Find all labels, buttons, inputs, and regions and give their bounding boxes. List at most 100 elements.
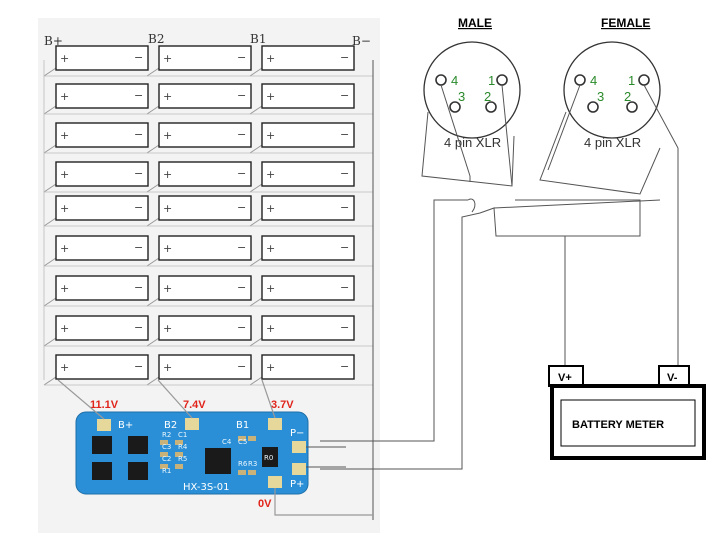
battery-cell (55, 354, 149, 380)
cell-strap (43, 105, 57, 115)
cell-plus-label: + (266, 52, 275, 65)
cell-minus-label: − (134, 241, 143, 254)
male-pin (485, 101, 497, 113)
cell-plus-label: + (60, 90, 69, 103)
cell-plus-label: + (163, 129, 172, 142)
resistor-label: R0 (264, 454, 273, 462)
battery-cell (261, 315, 355, 341)
cell-plus-label: + (60, 242, 69, 255)
battery-cell (158, 235, 252, 261)
cell-plus-label: + (60, 361, 69, 374)
cell-strap (249, 337, 263, 347)
pcb-mark: C4 (222, 438, 232, 446)
cell-strap (43, 183, 57, 193)
battery-cell (158, 45, 252, 71)
battery-cell (158, 122, 252, 148)
voltage-label-3v: 3.7V (271, 399, 294, 411)
smd-part (248, 470, 256, 475)
pcb-mark: R5 (178, 455, 187, 463)
shunt-resistor (262, 447, 278, 467)
pcb-mark: R1 (162, 467, 171, 475)
cell-strap (146, 105, 160, 115)
female-pin-wire (547, 84, 581, 171)
mosfet-chip (92, 462, 112, 480)
cell-strap (43, 297, 57, 307)
cell-minus-label: − (340, 281, 349, 294)
battery-cell (158, 195, 252, 221)
cell-plus-label: + (60, 129, 69, 142)
pcb-mark: R6 (238, 460, 248, 468)
cell-plus-label: + (266, 282, 275, 295)
pcb-mark: C2 (162, 455, 171, 463)
male-pin-wire (501, 84, 513, 187)
female-pin-3: 3 (597, 89, 604, 104)
cell-minus-label: − (340, 167, 349, 180)
pcb-mark: R2 (162, 431, 171, 439)
battery-cell (158, 275, 252, 301)
male-pin-wire (440, 84, 471, 177)
mosfet-chip (128, 462, 148, 480)
pad-b1 (268, 418, 282, 430)
pad-bplus (97, 419, 111, 431)
col-label-b1: B1 (250, 32, 266, 46)
cell-strap (249, 297, 263, 307)
pcb-label-b2: B2 (164, 420, 177, 431)
cell-minus-label: − (340, 201, 349, 214)
cell-plus-label: + (266, 90, 275, 103)
cell-plus-label: + (266, 361, 275, 374)
smd-part (160, 440, 168, 445)
pcb-label-pminus: P− (290, 428, 304, 439)
col-label-bminus: B− (352, 34, 371, 48)
battery-cell (261, 161, 355, 187)
cell-plus-label: + (163, 282, 172, 295)
xlr-male-connector: MALE 4 3 1 2 4 pin XLR (421, 16, 521, 187)
cell-plus-label: + (266, 322, 275, 335)
pad-pplus (292, 463, 306, 475)
pcb-label-pplus: P+ (290, 479, 304, 490)
battery-cell (55, 45, 149, 71)
mosfet-chip (128, 436, 148, 454)
meter-inner-frame (560, 399, 696, 447)
male-pin-2: 2 (484, 89, 491, 104)
pad-extra (268, 476, 282, 488)
battery-meter: V+ V- BATTERY METER (548, 365, 706, 460)
cell-plus-label: + (266, 168, 275, 181)
cell-strap (146, 337, 160, 347)
cell-strap (146, 297, 160, 307)
battery-cell (55, 275, 149, 301)
female-pin-1: 1 (628, 73, 635, 88)
cell-strap (43, 376, 57, 386)
cell-minus-label: − (237, 89, 246, 102)
cell-minus-label: − (237, 360, 246, 373)
battery-cell (55, 195, 149, 221)
battery-cell (261, 195, 355, 221)
smd-part (175, 440, 183, 445)
cell-strap (249, 257, 263, 267)
cell-strap (43, 217, 57, 227)
cell-strap (43, 67, 57, 77)
cell-plus-label: + (266, 202, 275, 215)
cell-minus-label: − (340, 241, 349, 254)
voltage-label-7v: 7.4V (183, 399, 206, 411)
cell-strap (249, 376, 263, 386)
cell-minus-label: − (340, 321, 349, 334)
cell-minus-label: − (237, 281, 246, 294)
pcb-leads (57, 379, 373, 516)
pad-pminus (292, 441, 306, 453)
female-pin (587, 101, 599, 113)
voltage-label-0v: 0V (258, 498, 272, 510)
battery-cell (158, 354, 252, 380)
female-connector-body (563, 41, 661, 139)
female-pin-wire (643, 84, 679, 149)
cell-plus-label: + (60, 202, 69, 215)
cell-plus-label: + (60, 52, 69, 65)
cell-strap (249, 144, 263, 154)
cell-minus-label: − (134, 201, 143, 214)
battery-cell (261, 275, 355, 301)
cell-plus-label: + (163, 242, 172, 255)
xlr-female-connector: FEMALE 4 3 1 2 4 pin XLR (539, 16, 679, 195)
meter-vminus-label: V- (667, 372, 678, 384)
female-cable-funnel (539, 111, 661, 195)
battery-cell (55, 315, 149, 341)
